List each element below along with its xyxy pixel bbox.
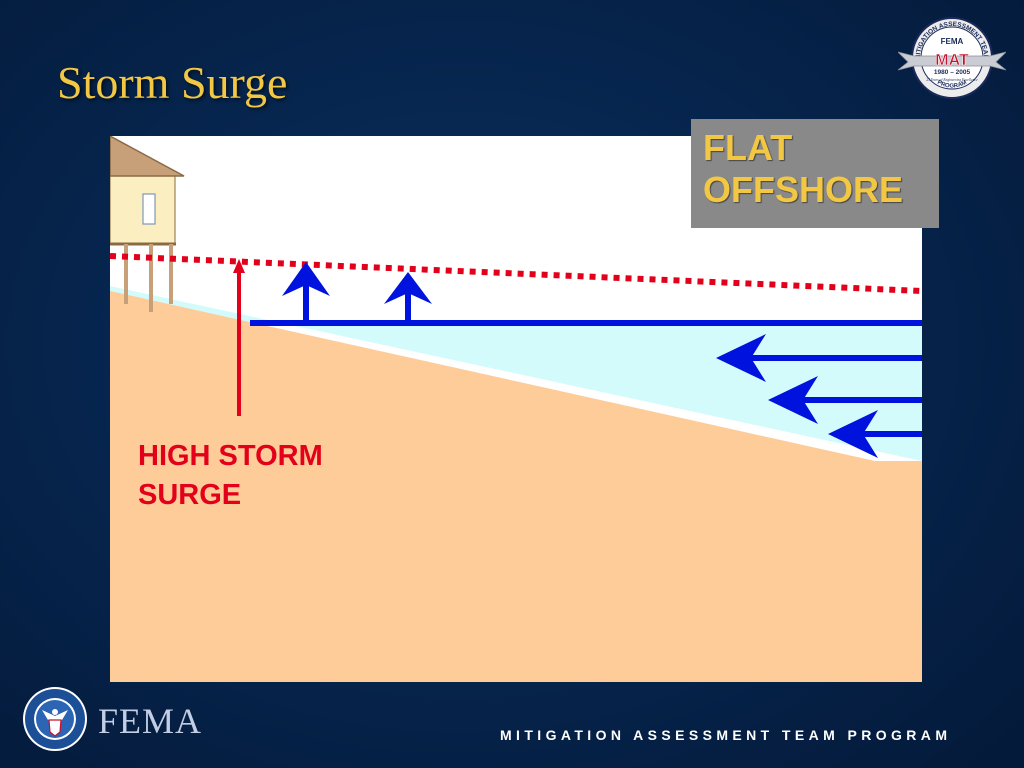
house-on-stilts xyxy=(110,136,185,312)
flat-offshore-label-box: FLAT OFFSHORE xyxy=(691,119,939,228)
mat-program-logo: MITIGATION ASSESSMENT TEAM FEMA MAT 1980… xyxy=(898,17,1006,99)
flat-label: FLAT xyxy=(703,127,793,168)
wind-arrow xyxy=(768,376,922,424)
program-footer: MITIGATION ASSESSMENT TEAM PROGRAM xyxy=(500,727,952,743)
surge-label-line1: HIGH STORM xyxy=(138,440,323,472)
dhs-seal-icon xyxy=(23,687,87,751)
mat-agency-text: FEMA xyxy=(941,37,964,46)
mat-program-text: PROGRAM xyxy=(936,80,968,90)
high-storm-surge-label: HIGH STORM SURGE xyxy=(138,437,323,515)
surge-label-line2: SURGE xyxy=(138,479,242,511)
mat-tagline-text: 25 Years of Engineering Excellence xyxy=(926,78,978,82)
offshore-label: OFFSHORE xyxy=(703,169,904,210)
wind-arrow xyxy=(828,410,922,458)
mat-acronym-text: MAT xyxy=(935,52,969,69)
surge-level-line xyxy=(110,253,922,294)
surge-arrow-head xyxy=(233,259,245,273)
water-rise-arrow xyxy=(282,262,330,323)
fema-wordmark: FEMA xyxy=(98,701,203,741)
mat-years-text: 1980 – 2005 xyxy=(934,69,971,76)
svg-text:PROGRAM: PROGRAM xyxy=(936,80,968,90)
water-rise-arrow xyxy=(384,272,432,323)
slide-title: Storm Surge xyxy=(57,57,288,108)
wind-arrow xyxy=(716,334,922,382)
ground-slope xyxy=(110,291,922,682)
water-area xyxy=(110,286,922,461)
